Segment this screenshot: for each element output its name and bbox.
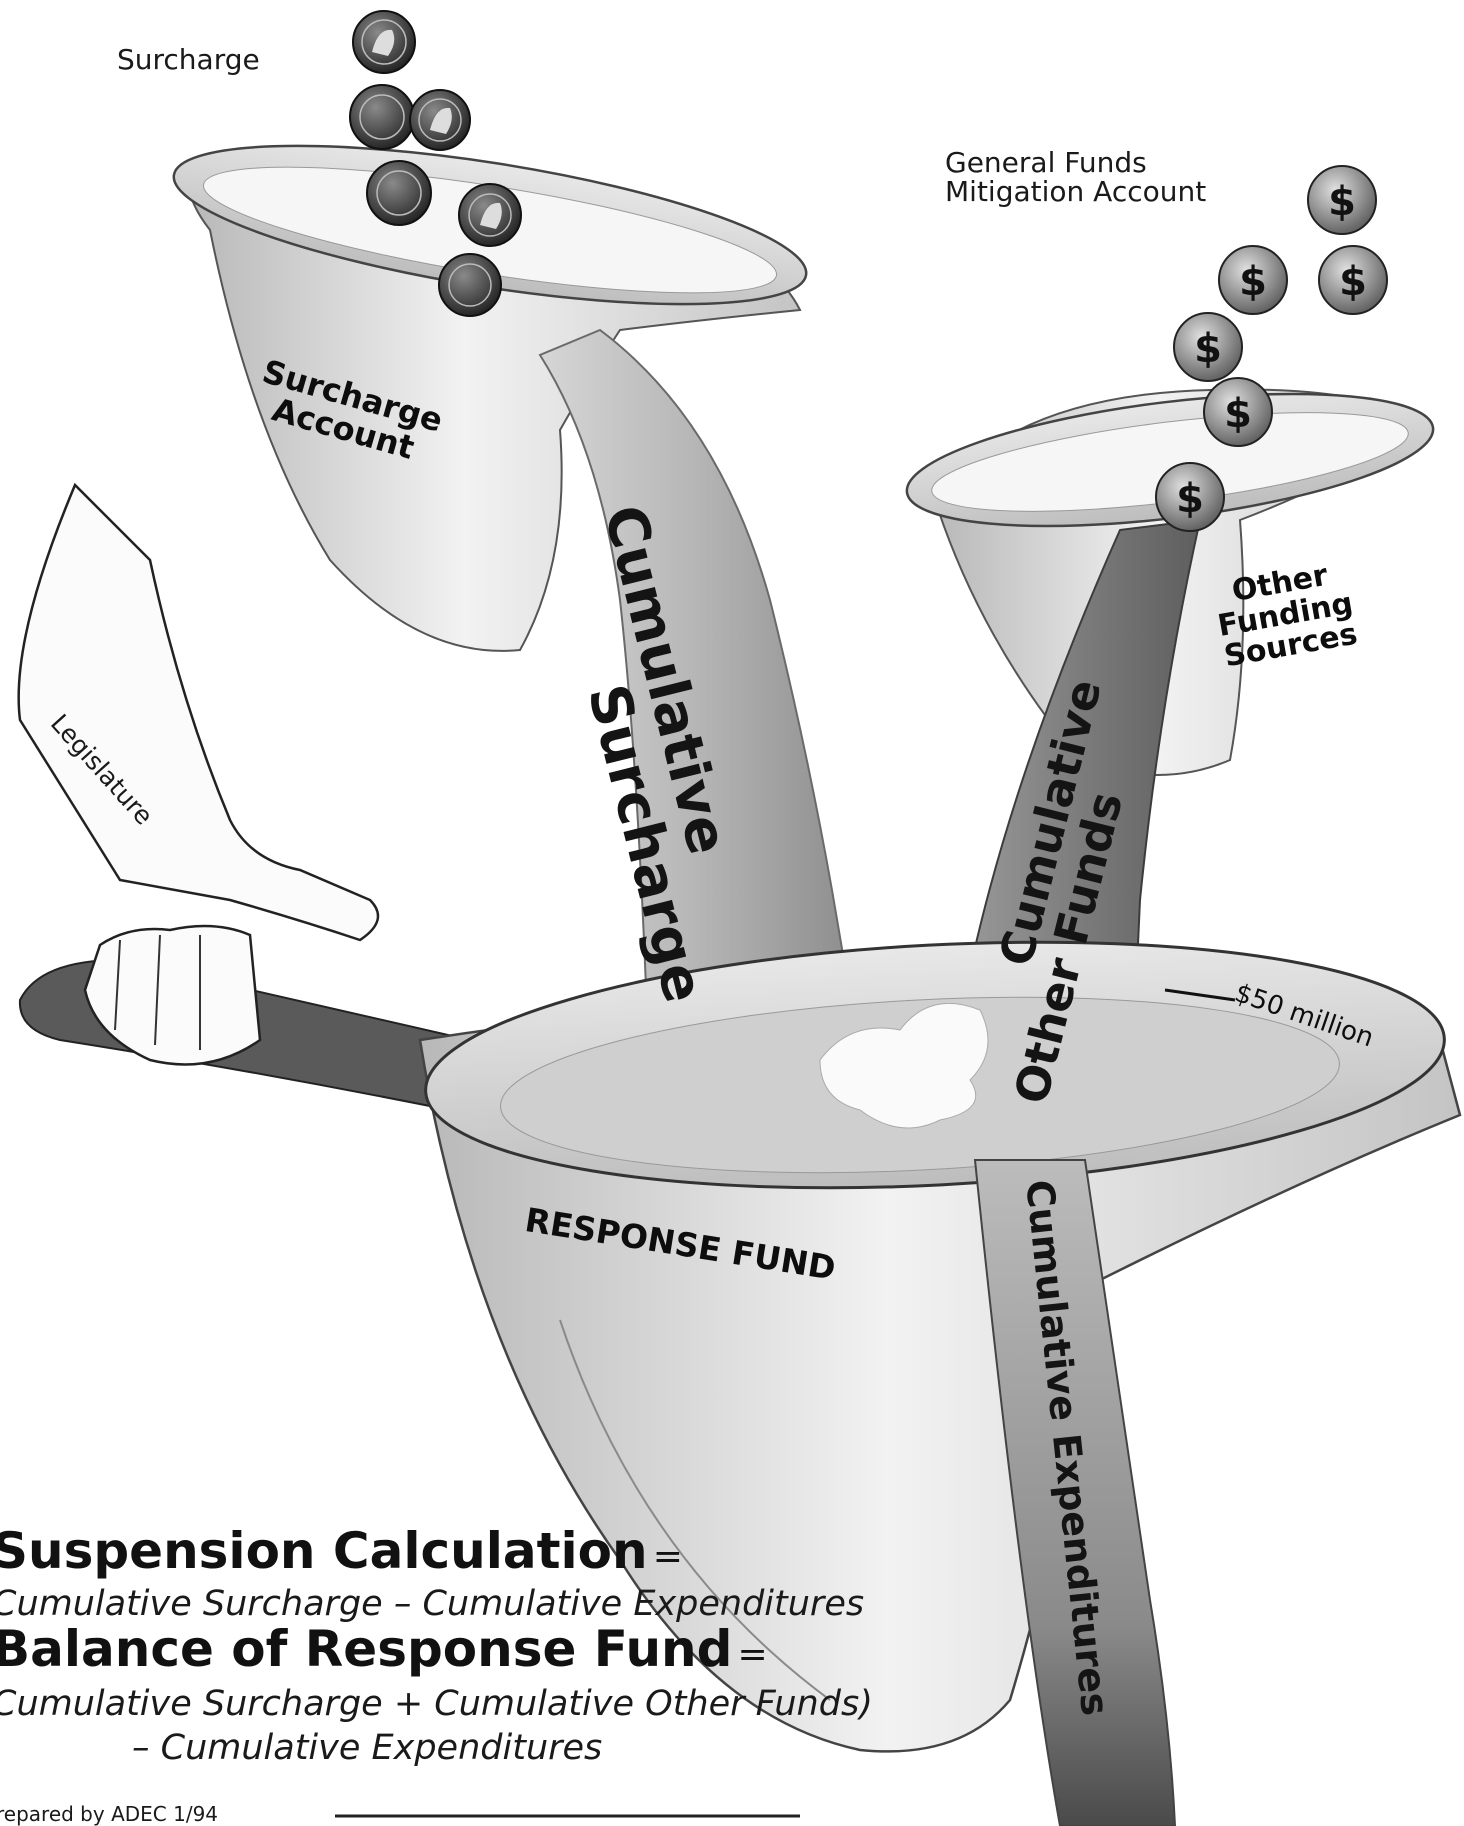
coin-icon (410, 90, 470, 150)
coin-icon (350, 85, 414, 149)
svg-text:$: $ (1328, 179, 1356, 225)
balance-title: Balance of Response Fund (0, 1620, 732, 1678)
svg-text:$: $ (1224, 391, 1252, 437)
coin-icon (367, 161, 431, 225)
dollar-coin-icon: $ (1319, 246, 1387, 314)
coin-icon (353, 11, 415, 73)
balance-equals: = (738, 1634, 768, 1675)
dollar-coin-icon: $ (1219, 246, 1287, 314)
dollar-coin-icon: $ (1308, 166, 1376, 234)
general-funds-line1: General Funds (945, 148, 1206, 177)
svg-text:$: $ (1176, 476, 1204, 522)
general-funds-line2: Mitigation Account (945, 177, 1206, 206)
dollar-coin-icon: $ (1174, 313, 1242, 381)
dollar-coin-icon: $ (1204, 378, 1272, 446)
coin-icon (439, 254, 501, 316)
suspension-calculation: Suspension Calculation = Cumulative Surc… (0, 1522, 864, 1624)
svg-text:$: $ (1339, 259, 1367, 305)
surcharge-label: Surcharge (117, 45, 260, 74)
coin-icon (459, 184, 521, 246)
suspension-equals: = (653, 1536, 683, 1577)
footer-credit: repared by ADEC 1/94 (0, 1804, 218, 1825)
dollar-coin-icon: $ (1156, 463, 1224, 531)
balance-expression-line1: Cumulative Surcharge + Cumulative Other … (0, 1684, 873, 1724)
svg-text:$: $ (1239, 259, 1267, 305)
svg-text:$: $ (1194, 326, 1222, 372)
balance-of-response-fund: Balance of Response Fund = Cumulative Su… (0, 1620, 873, 1768)
general-funds-label: General Funds Mitigation Account (945, 148, 1206, 207)
balance-expression-line2: – Cumulative Expenditures (0, 1728, 873, 1768)
suspension-calculation-title: Suspension Calculation (0, 1522, 648, 1580)
suspension-calculation-expression: Cumulative Surcharge – Cumulative Expend… (0, 1584, 864, 1624)
